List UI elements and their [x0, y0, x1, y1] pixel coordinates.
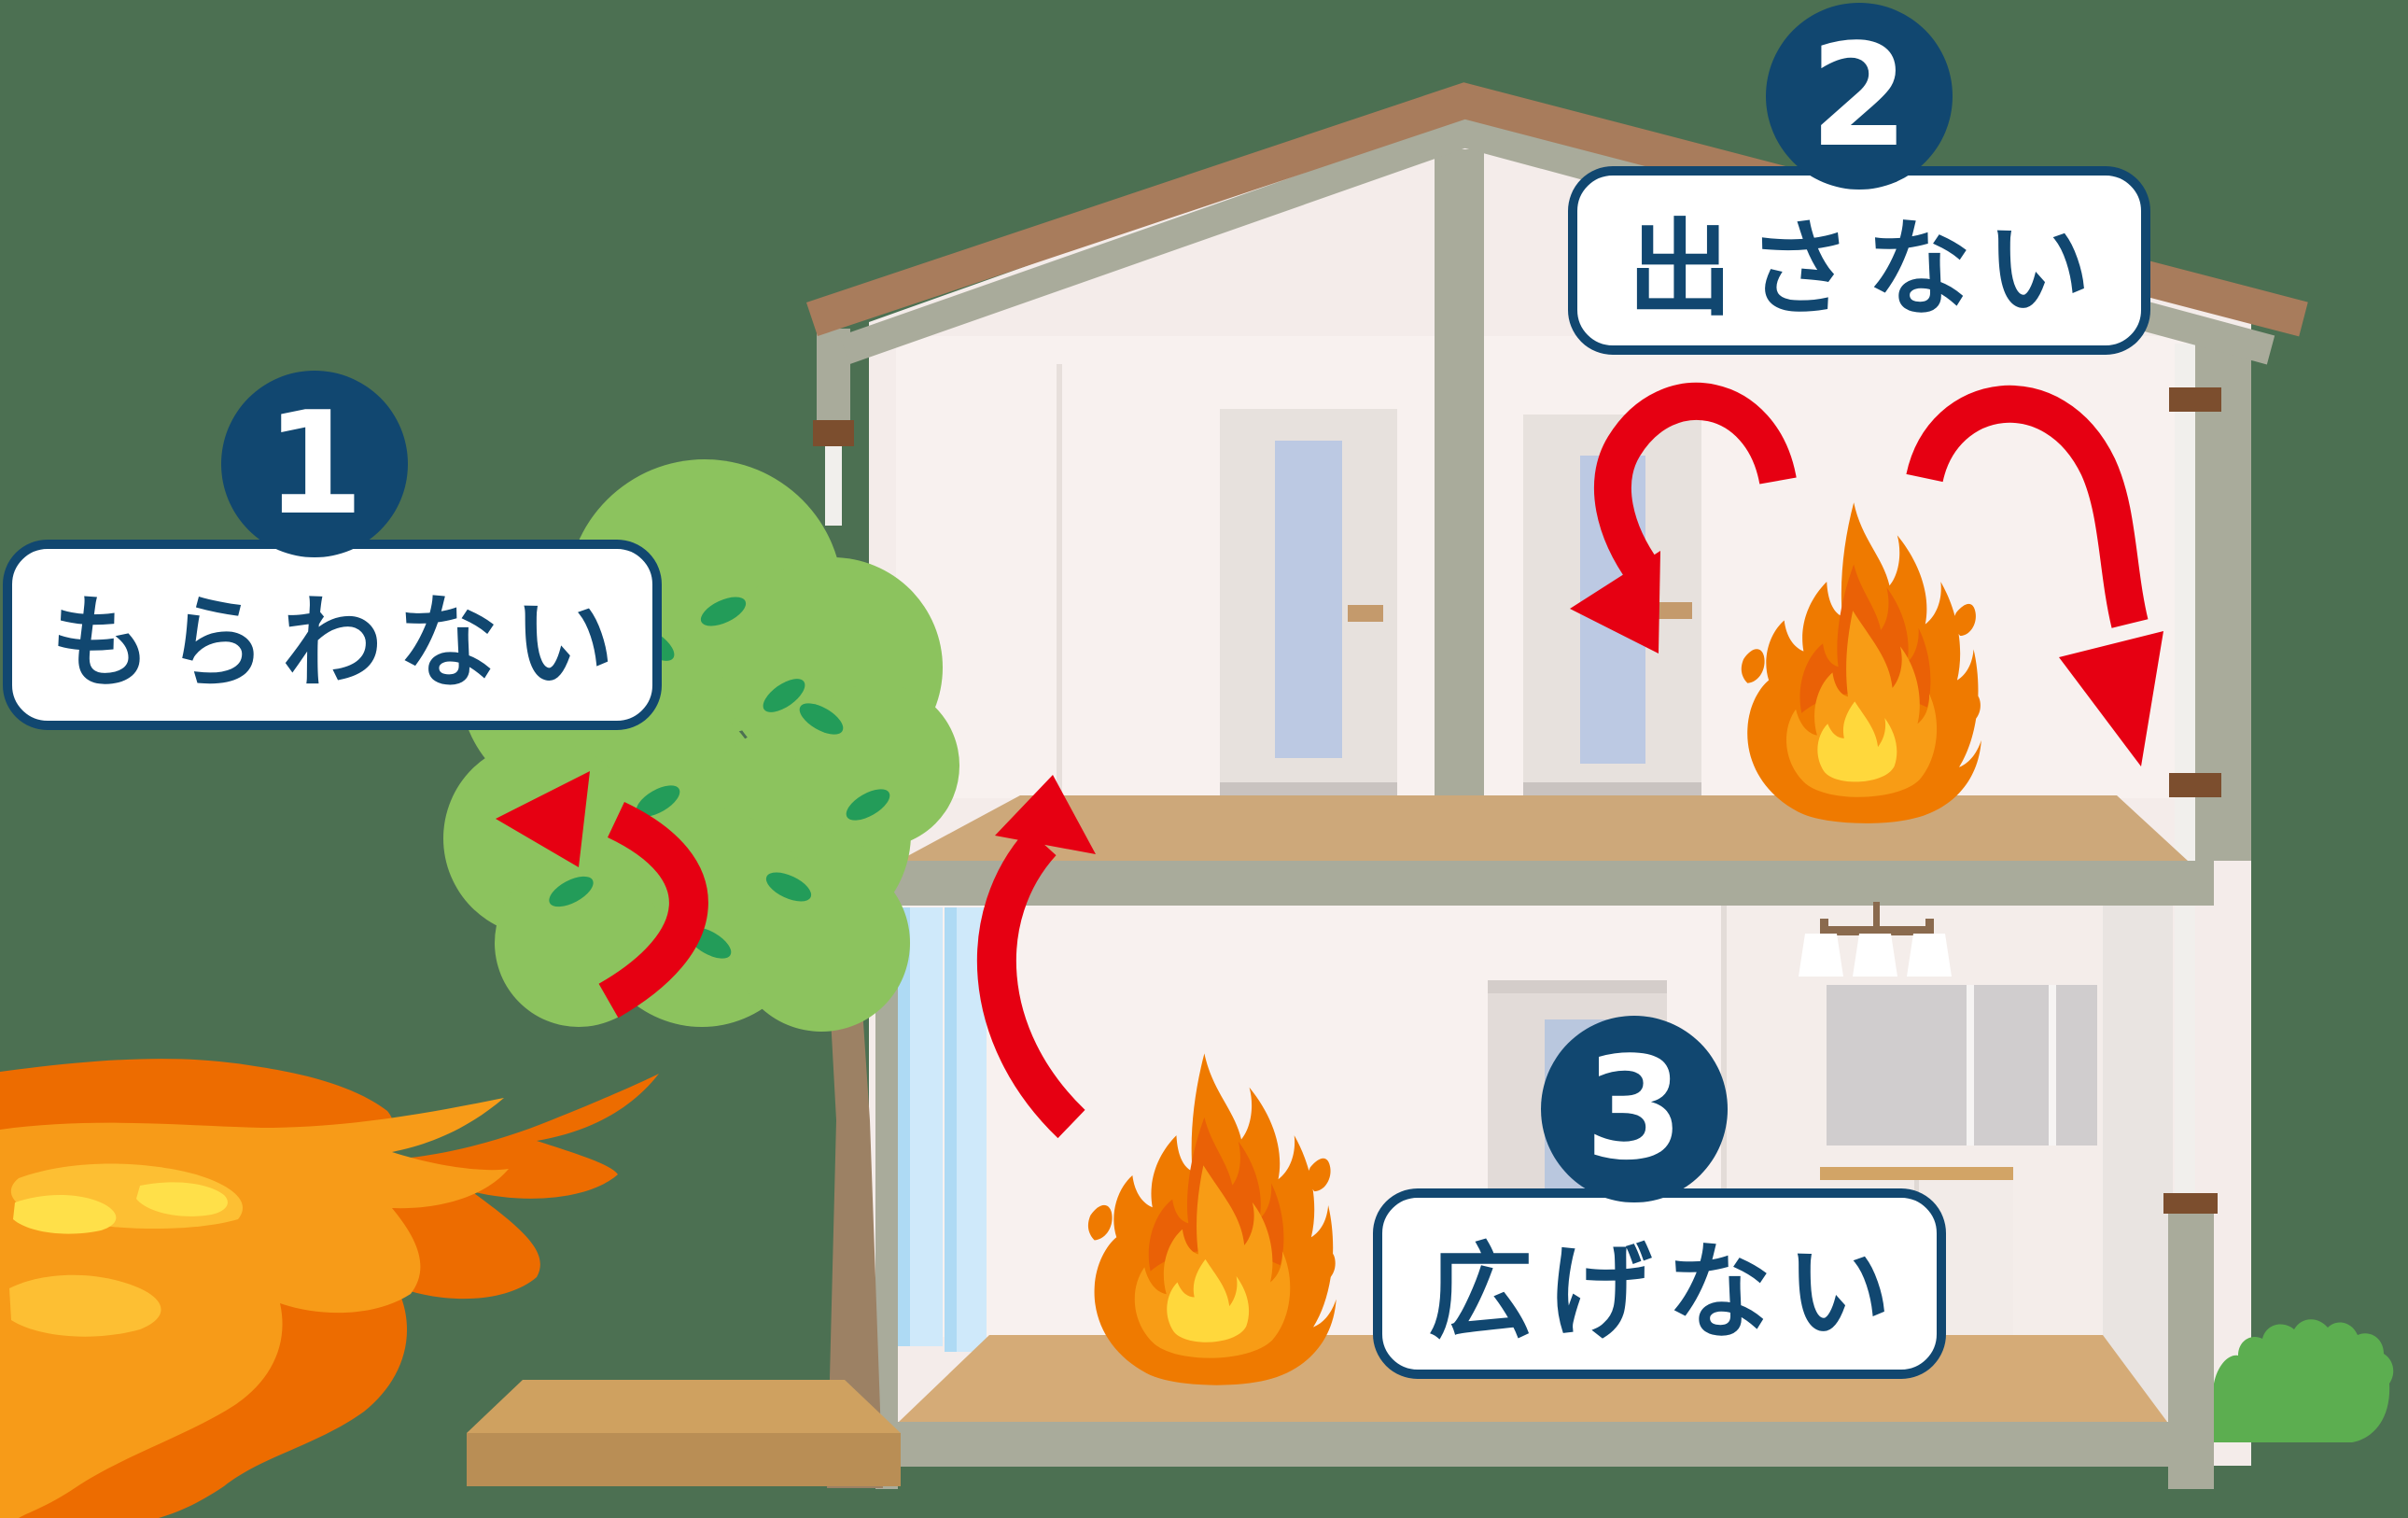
- right-side-wall-face: [2103, 906, 2173, 1421]
- arrow-deflect-outside: [496, 771, 708, 1019]
- curtain: [896, 907, 987, 1352]
- pipe-bracket: [813, 420, 854, 446]
- partition-wall: [1435, 149, 1484, 861]
- pipe-bracket: [2169, 773, 2221, 797]
- second-floor-door-left: [1220, 409, 1397, 796]
- right-wall-lower: [2168, 1193, 2214, 1489]
- arrow-arch-right: [1906, 385, 2163, 766]
- arrow-fire-spreading-upstairs: [976, 775, 1096, 1139]
- neighbor-fire-flame: [0, 1059, 659, 1518]
- step-3-badge: 3: [1541, 1016, 1728, 1202]
- step-2-label: 出さない: [1568, 166, 2150, 355]
- step-3-text: 広げない: [1428, 1232, 1906, 1354]
- step-1-number: 1: [265, 381, 364, 546]
- door-handle: [1348, 605, 1383, 622]
- step-3-number: 3: [1585, 1026, 1684, 1191]
- pendant-light-icon: [1799, 902, 1952, 977]
- step-2-text: 出さない: [1628, 209, 2106, 330]
- step-2-badge: 2: [1766, 3, 1953, 190]
- door-glass: [1275, 441, 1342, 758]
- arrow-arch-left: [1570, 383, 1797, 654]
- foundation: [875, 1422, 2214, 1467]
- counter-top: [1820, 1167, 2013, 1180]
- kitchen-window: [1827, 985, 2097, 1146]
- bush: [2214, 1319, 2394, 1442]
- step-2-number: 2: [1810, 13, 1909, 178]
- pipe-bracket: [2163, 1193, 2218, 1214]
- downpipe-right: [2175, 344, 2195, 1195]
- pipe-bracket: [2169, 387, 2221, 412]
- wall-seam: [1057, 364, 1062, 795]
- step-1-badge: 1: [221, 371, 408, 557]
- step-3-label: 広げない: [1373, 1188, 1946, 1379]
- floor-joist-band: [875, 861, 2214, 906]
- step-1-text: もらわない: [49, 585, 629, 702]
- door-handle: [1657, 602, 1692, 619]
- wooden-step: [467, 1380, 901, 1486]
- step-1-label: もらわない: [3, 540, 662, 730]
